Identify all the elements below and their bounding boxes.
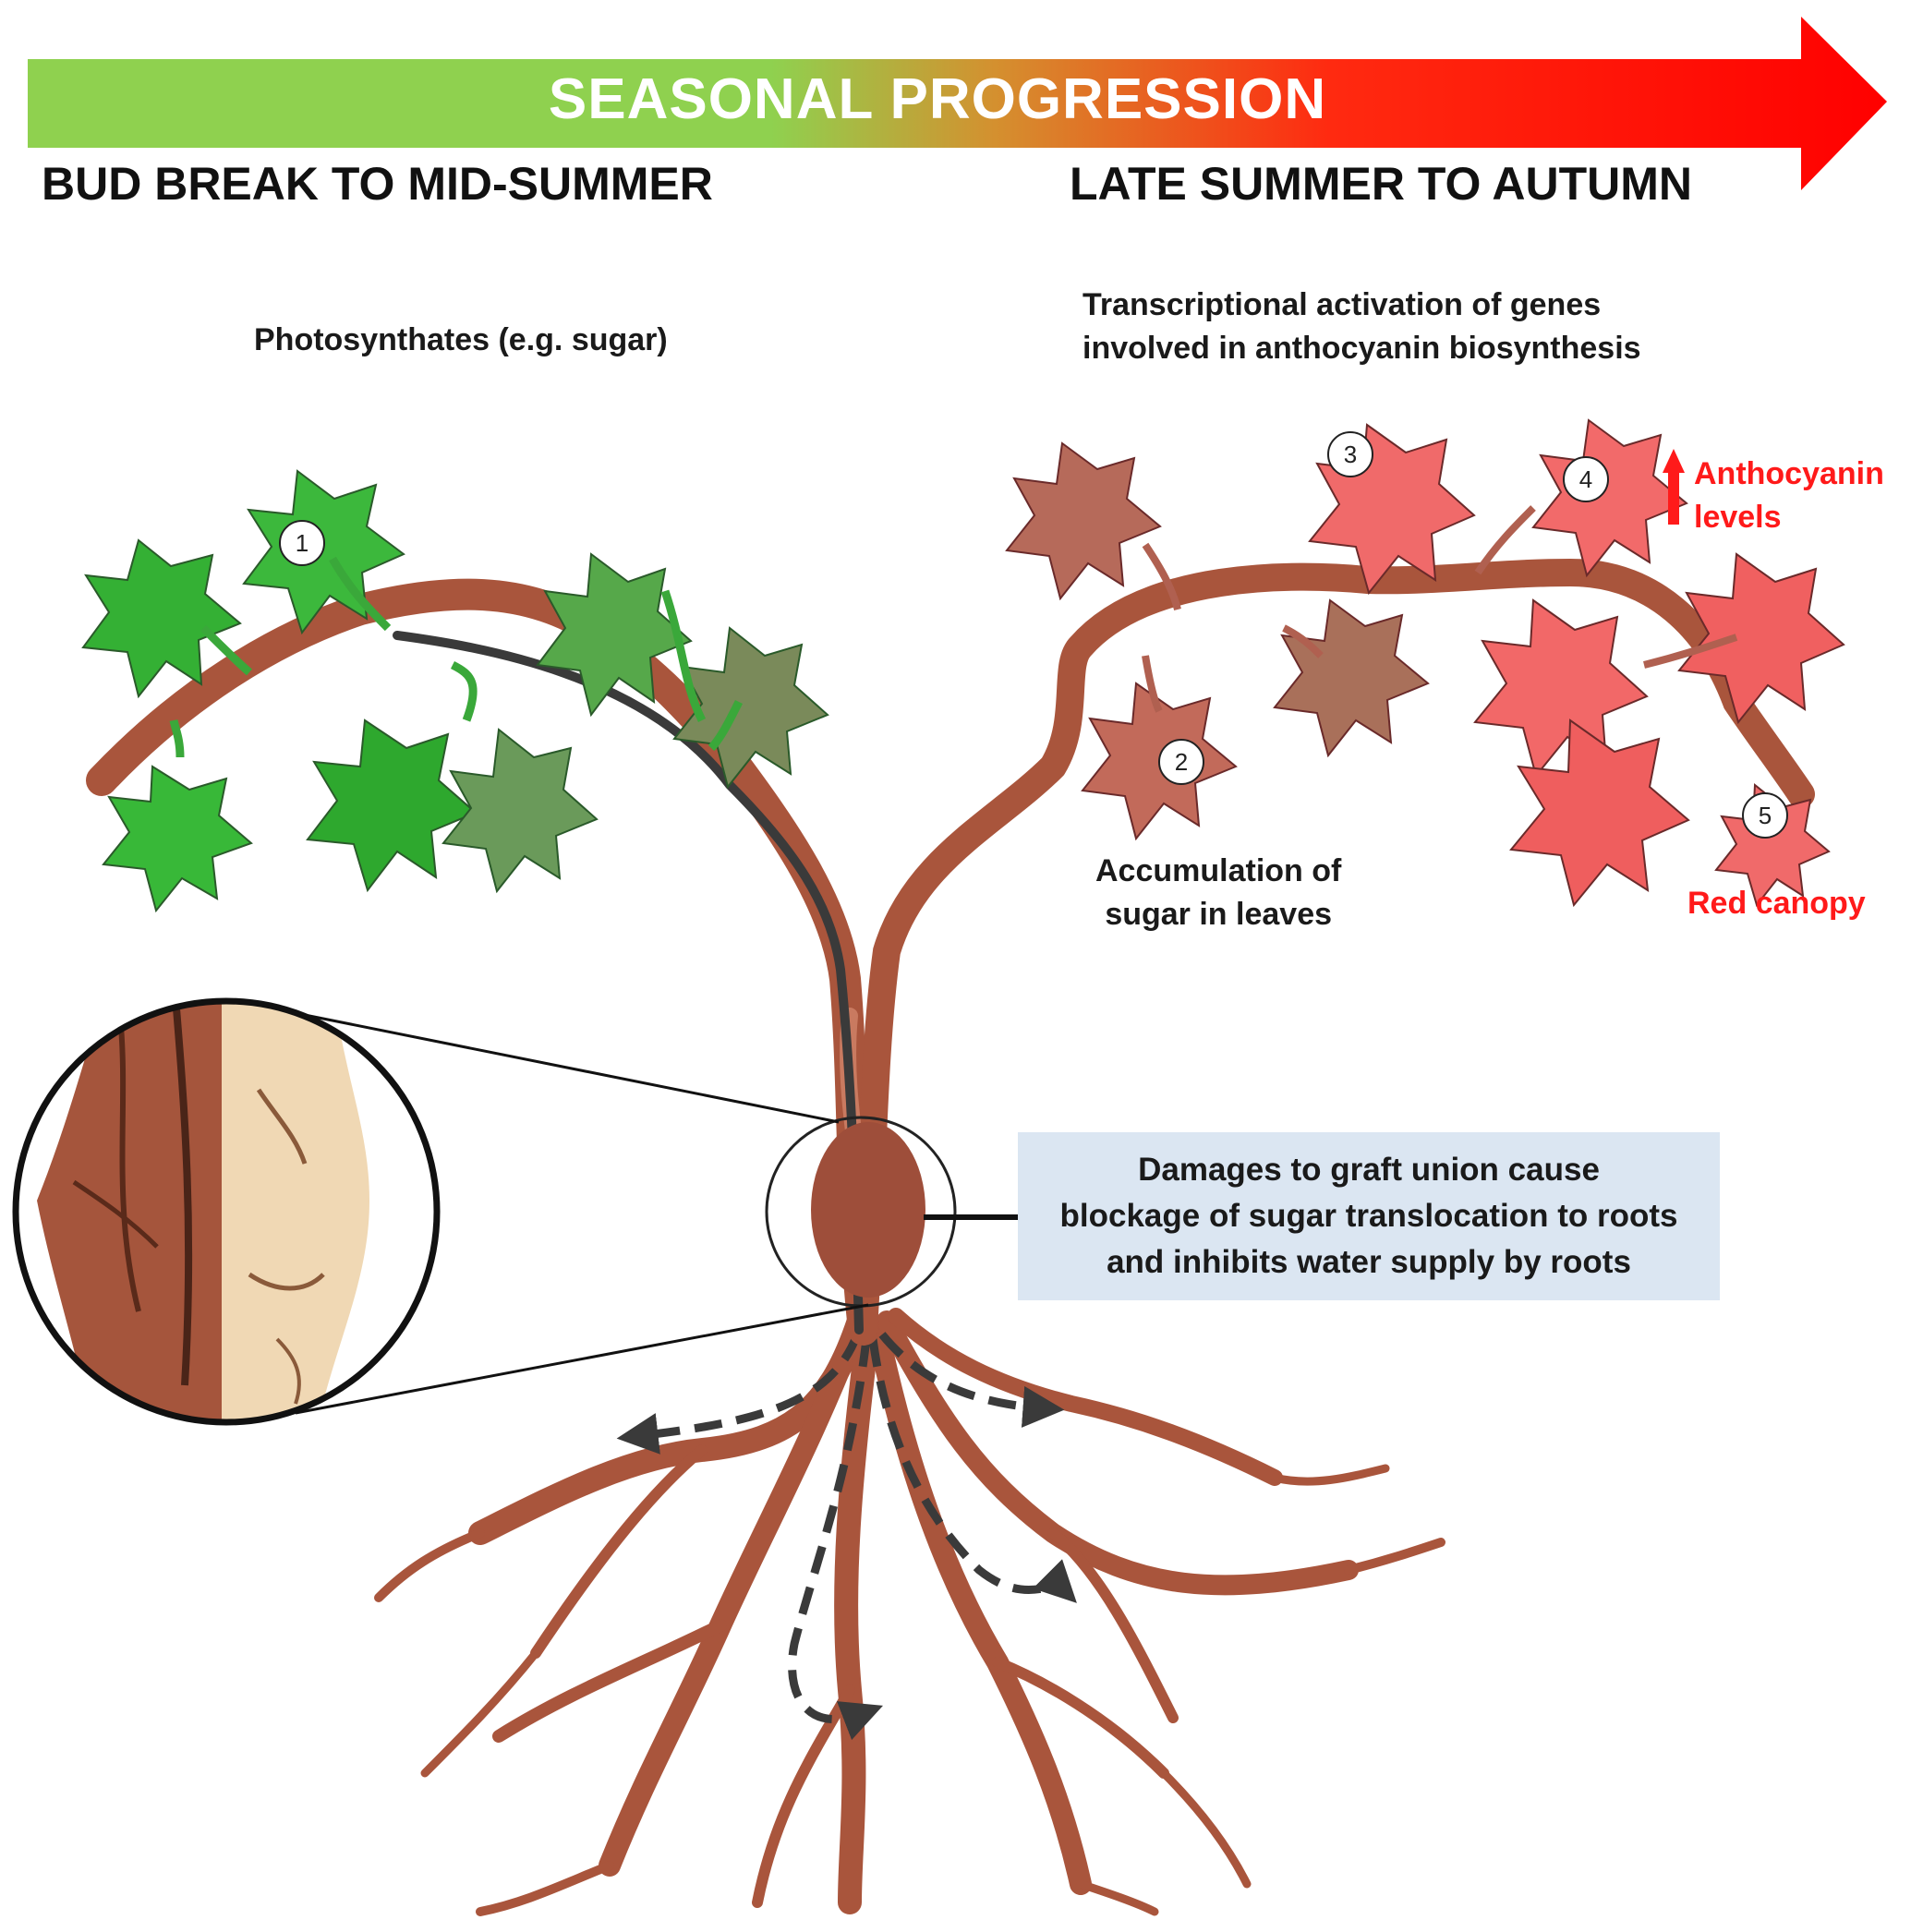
marker-5: 5 bbox=[1742, 792, 1788, 839]
green-leaf-stems bbox=[169, 556, 744, 758]
root-flow-arrows bbox=[616, 1332, 1077, 1741]
red-leaf-stems bbox=[1142, 505, 1738, 713]
accumulation-line-1: Accumulation of bbox=[1095, 853, 1342, 888]
leaf-green-2 bbox=[81, 538, 242, 699]
root-system bbox=[374, 1308, 1445, 1916]
leaf-red-4 bbox=[1308, 423, 1476, 596]
leaf-red-3 bbox=[1273, 598, 1430, 758]
leaf-green-5 bbox=[441, 728, 599, 894]
red-canopy-label: Red canopy bbox=[1687, 886, 1866, 921]
anthocyanin-up-arrow bbox=[1663, 449, 1685, 525]
photosynthates-label: Photosynthates (e.g. sugar) bbox=[254, 322, 668, 357]
graft-zoom-circle bbox=[12, 997, 441, 1426]
leaf-green-1 bbox=[242, 469, 405, 635]
seasonal-arrow bbox=[28, 17, 1887, 190]
phase-left-label: BUD BREAK TO MID-SUMMER bbox=[42, 158, 713, 210]
green-leaves bbox=[81, 469, 829, 913]
transcription-line-1: Transcriptional activation of genes bbox=[1082, 287, 1602, 322]
marker-4: 4 bbox=[1563, 456, 1609, 502]
banner-title: SEASONAL PROGRESSION bbox=[548, 67, 1327, 131]
accumulation-line-2: sugar in leaves bbox=[1105, 897, 1333, 932]
accumulation-label: Accumulation of sugar in leaves bbox=[1095, 850, 1341, 936]
marker-1: 1 bbox=[279, 520, 325, 566]
graft-union-swelling bbox=[811, 1122, 925, 1298]
transcription-label: Transcriptional activation of genes invo… bbox=[1082, 284, 1641, 370]
transcription-line-2: involved in anthocyanin biosynthesis bbox=[1082, 331, 1641, 366]
marker-3: 3 bbox=[1327, 431, 1373, 477]
zoom-line-top bbox=[295, 1011, 840, 1124]
phase-right-label: LATE SUMMER TO AUTUMN bbox=[1070, 158, 1693, 210]
leaf-red-9 bbox=[1714, 783, 1831, 908]
anthocyanin-line-1: Anthocyanin bbox=[1694, 456, 1884, 491]
marker-2: 2 bbox=[1158, 739, 1204, 785]
leaf-green-3 bbox=[102, 765, 253, 913]
zoom-line-bottom bbox=[295, 1303, 869, 1415]
leaf-red-5 bbox=[1531, 418, 1688, 578]
sugar-transport-line bbox=[393, 631, 864, 1334]
leaf-red-6 bbox=[1677, 552, 1845, 725]
leaf-red-7 bbox=[1473, 598, 1649, 779]
graft-union-info-text: Damages to graft union cause blockage of… bbox=[1059, 1152, 1678, 1280]
graft-union-info-box: Damages to graft union cause blockage of… bbox=[1018, 1132, 1720, 1300]
leaf-red-1 bbox=[1005, 441, 1162, 601]
leaf-green-4 bbox=[306, 718, 478, 893]
leaf-green-6 bbox=[536, 552, 693, 718]
anthocyanin-line-2: levels bbox=[1694, 500, 1782, 535]
anthocyanin-label: Anthocyanin levels bbox=[1694, 453, 1884, 539]
leaf-red-8 bbox=[1509, 718, 1690, 908]
